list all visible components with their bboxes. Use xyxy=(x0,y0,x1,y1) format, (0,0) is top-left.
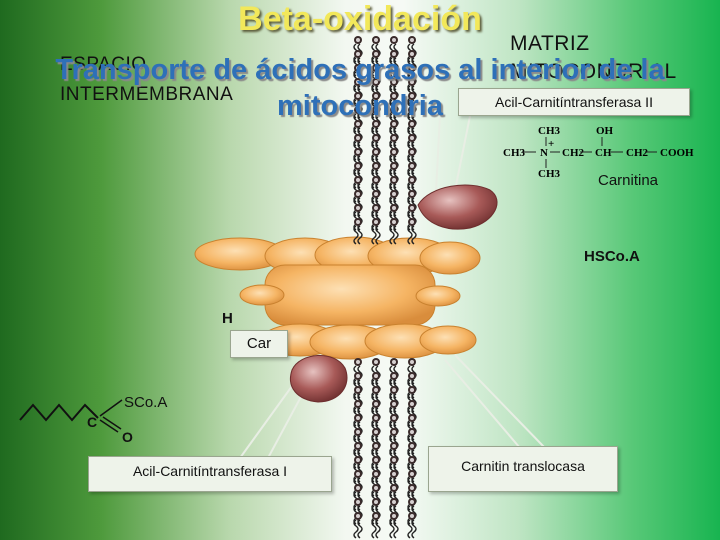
cat2-callout: Acil-Carnitíntransferasa II xyxy=(458,88,690,116)
page-title: Beta-oxidación xyxy=(238,0,482,38)
cat2-enzyme-blob xyxy=(417,184,498,230)
formula-ch2-a: CH2 xyxy=(562,147,585,159)
bond-c-o-2 xyxy=(102,416,122,430)
formula-oh: OH xyxy=(596,125,614,137)
matrix-region-label: MATRIZ MITOCONDRIAL xyxy=(510,32,677,83)
hscoa-label: HSCo.A xyxy=(584,248,640,265)
lipid-molecule xyxy=(371,511,381,539)
callout-lines xyxy=(239,115,546,459)
car-label: Car xyxy=(230,330,288,358)
formula-ch3-bottom: CH3 xyxy=(538,168,561,180)
scoa-label: SCo.A xyxy=(124,394,168,411)
lipid-molecule xyxy=(407,511,417,539)
formula-cooh: COOH xyxy=(660,147,694,159)
translocase-protein xyxy=(194,236,481,360)
carnitine-formula: CH3 OH CH3 N + CH2 CH CH2 COOH CH3 xyxy=(503,125,694,180)
formula-ch3-top: CH3 xyxy=(538,125,561,137)
carnitine-label: Carnitina xyxy=(598,172,659,189)
h-label: H xyxy=(222,310,233,327)
acyl-chain xyxy=(19,403,99,422)
formula-n: N xyxy=(540,147,548,159)
c-atom-label: C xyxy=(87,414,98,430)
bond-c-o-1 xyxy=(99,419,119,433)
lipid-molecule xyxy=(389,511,399,539)
formula-ch: CH xyxy=(595,147,612,159)
o-atom-label: O xyxy=(122,429,133,445)
intermembrane-region-label: ESPACIO INTERMEMBRANA xyxy=(60,54,234,105)
cat1-callout: Acil-Carnitíntransferasa I xyxy=(88,456,332,492)
bond-c-scoa xyxy=(99,399,123,417)
cat1-enzyme-blob xyxy=(290,355,348,403)
translocase-callout: Carnitin translocasa xyxy=(428,446,618,492)
formula-plus: + xyxy=(548,138,554,150)
formula-ch2-b: CH2 xyxy=(626,147,649,159)
page-subtitle: Transporte de ácidos grasos al interior … xyxy=(55,54,665,122)
lipid-molecule xyxy=(353,511,363,539)
formula-ch3-left: CH3 xyxy=(503,147,526,159)
